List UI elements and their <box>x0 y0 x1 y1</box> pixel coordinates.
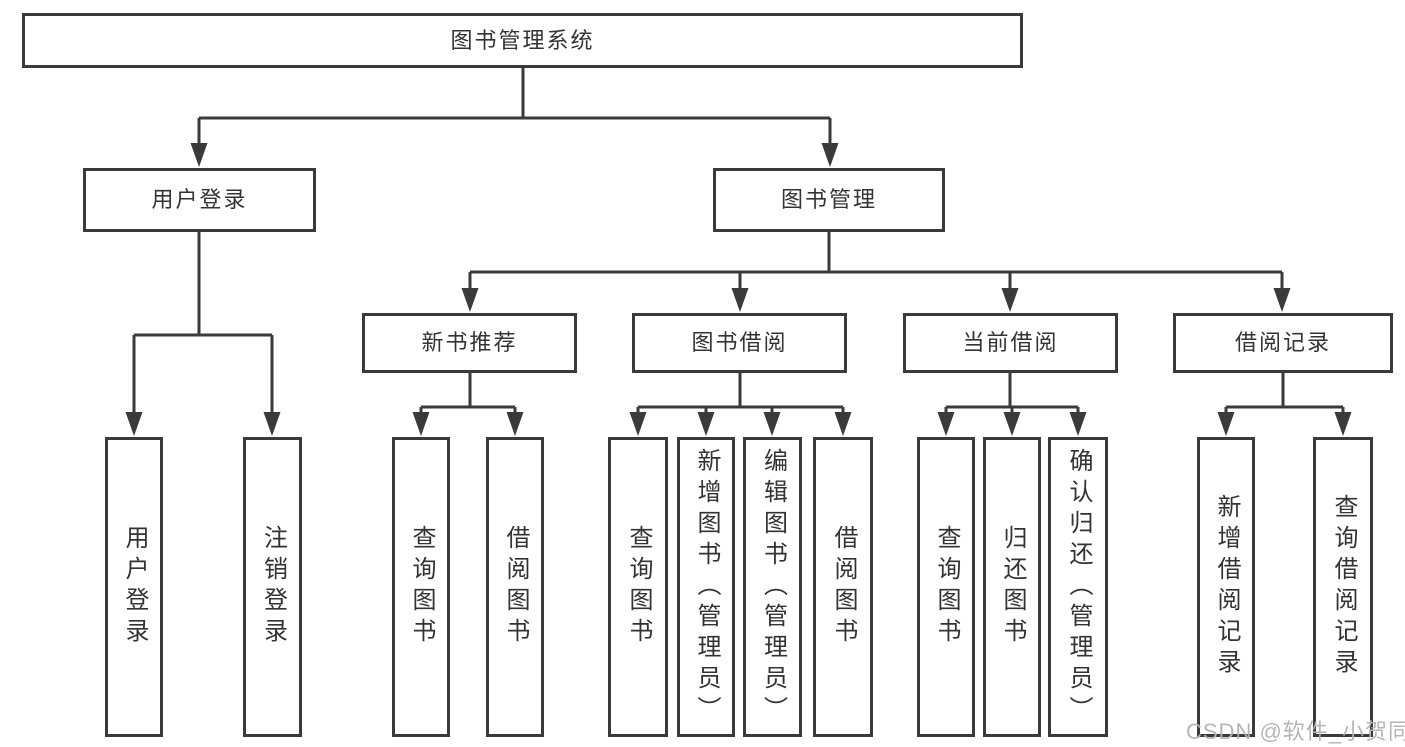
node-leaf-add-borrow-record-label: 新增借阅记录 <box>1213 494 1240 680</box>
node-book-borrowing: 图书借阅 <box>632 313 847 373</box>
node-user-login-branch: 用户登录 <box>83 168 316 232</box>
node-leaf-add-book-admin-label: 新增图书（管理员） <box>693 447 720 727</box>
node-root-label: 图书管理系统 <box>450 27 595 53</box>
node-user-login-branch-label: 用户登录 <box>151 187 248 212</box>
node-leaf-return-book: 归还图书 <box>983 437 1041 737</box>
node-leaf-borrow-book-2-label: 借阅图书 <box>830 525 857 649</box>
node-leaf-borrow-book-2: 借阅图书 <box>813 437 873 737</box>
node-leaf-query-book-2-label: 查询图书 <box>625 525 652 649</box>
arrowhead-icons <box>125 143 1352 436</box>
node-leaf-add-book-admin: 新增图书（管理员） <box>677 437 735 737</box>
node-leaf-edit-book-admin-label: 编辑图书（管理员） <box>759 447 787 727</box>
node-leaf-query-book-1-label: 查询图书 <box>408 525 435 649</box>
node-new-book-recommend-label: 新书推荐 <box>421 330 518 355</box>
node-leaf-logout: 注销登录 <box>243 437 302 737</box>
node-root: 图书管理系统 <box>22 13 1023 68</box>
node-book-management-branch: 图书管理 <box>713 168 945 232</box>
node-leaf-borrow-book-1: 借阅图书 <box>486 437 544 737</box>
node-leaf-confirm-return-admin: 确认归还（管理员） <box>1048 437 1108 737</box>
node-leaf-user-login: 用户登录 <box>105 437 163 737</box>
node-new-book-recommend: 新书推荐 <box>362 313 577 373</box>
node-leaf-borrow-book-1-label: 借阅图书 <box>502 525 529 649</box>
node-book-management-branch-label: 图书管理 <box>780 187 877 212</box>
node-leaf-logout-label: 注销登录 <box>259 525 287 649</box>
node-leaf-user-login-label: 用户登录 <box>121 525 148 649</box>
node-leaf-return-book-label: 归还图书 <box>999 525 1026 649</box>
node-leaf-add-borrow-record: 新增借阅记录 <box>1197 437 1255 737</box>
node-leaf-query-book-2: 查询图书 <box>608 437 668 737</box>
node-leaf-query-borrow-record: 查询借阅记录 <box>1313 437 1373 737</box>
node-leaf-confirm-return-admin-label: 确认归还（管理员） <box>1065 447 1092 727</box>
node-borrowing-records-label: 借阅记录 <box>1234 330 1331 355</box>
node-leaf-query-book-1: 查询图书 <box>392 437 450 737</box>
node-leaf-query-borrow-record-label: 查询借阅记录 <box>1330 494 1357 680</box>
node-book-borrowing-label: 图书借阅 <box>691 330 788 355</box>
node-current-borrowing-label: 当前借阅 <box>962 330 1059 355</box>
node-leaf-edit-book-admin: 编辑图书（管理员） <box>743 437 802 737</box>
node-borrowing-records: 借阅记录 <box>1173 313 1393 373</box>
node-leaf-query-book-3: 查询图书 <box>917 437 975 737</box>
csdn-watermark: CSDN @软件_小贺同学 <box>1186 719 1405 744</box>
node-current-borrowing: 当前借阅 <box>903 313 1118 373</box>
node-leaf-query-book-3-label: 查询图书 <box>933 525 960 649</box>
